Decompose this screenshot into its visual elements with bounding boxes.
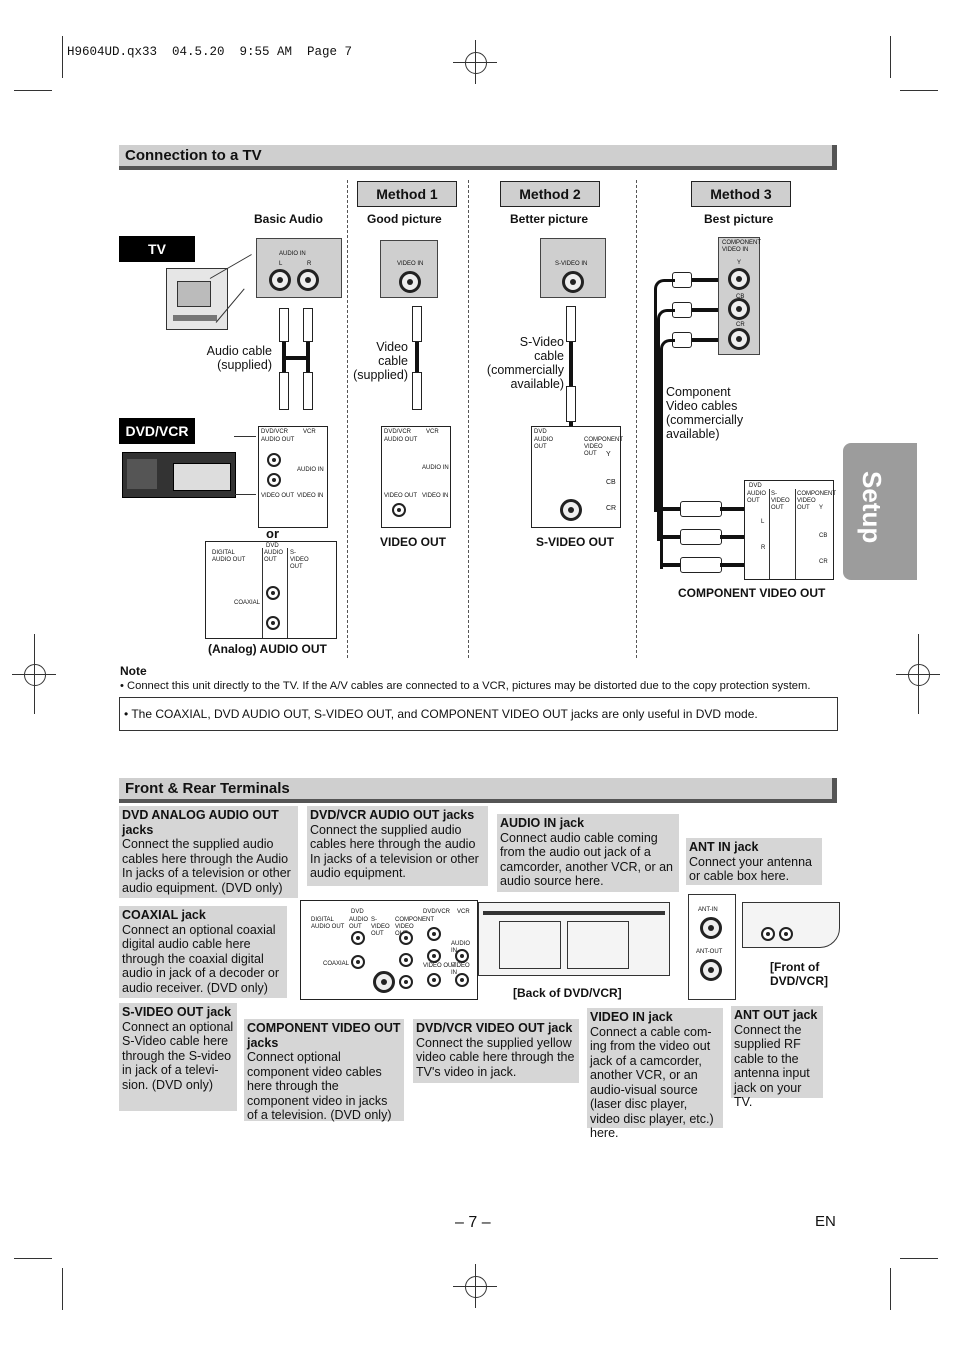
method-2-dvd-panel: DVD AUDIO OUT COMPONENT VIDEO OUT Y CB C… bbox=[531, 426, 623, 528]
method-1-output-label: VIDEO OUT bbox=[380, 535, 447, 549]
or-label: or bbox=[266, 526, 279, 541]
method-1-quality: Good picture bbox=[367, 212, 442, 226]
dvdvcr-rear-unit bbox=[478, 902, 670, 976]
dvdvcr-unit-illustration bbox=[122, 452, 236, 498]
method-3-label: Method 3 bbox=[691, 181, 791, 207]
method-2-output-label: S-VIDEO OUT bbox=[536, 535, 615, 549]
method-1-cable-label: Video cable (supplied) bbox=[353, 340, 408, 382]
ant-in-jack bbox=[700, 917, 722, 939]
audio-cable-label: Audio cable (supplied) bbox=[206, 344, 272, 372]
language-label: EN bbox=[815, 1213, 836, 1230]
back-panel-illustration: DVD DIGITAL AUDIO OUT AUDIO OUT S-VIDEO … bbox=[300, 900, 478, 1000]
setup-side-tab: Setup bbox=[843, 443, 917, 580]
tv-s-video-in-panel: S-VIDEO IN bbox=[540, 238, 606, 298]
tv-label: TV bbox=[119, 236, 195, 262]
note-title: Note bbox=[120, 664, 147, 678]
tv-illustration bbox=[166, 268, 228, 330]
method-1-dvdvcr-panel: DVD/VCR VCR AUDIO OUT AUDIO IN VIDEO OUT… bbox=[381, 426, 451, 528]
method-3-cable-label: Component Video cables (commercially ava… bbox=[666, 385, 744, 441]
dvdvcr-audio-out-panel: DVD/VCR VCR AUDIO OUT AUDIO IN VIDEO OUT… bbox=[258, 426, 328, 528]
ant-panel-illustration: ANT-IN ANT-OUT bbox=[688, 894, 736, 1000]
page-number: – 7 – bbox=[455, 1214, 491, 1231]
basic-audio-label: Basic Audio bbox=[254, 212, 323, 226]
dvd-analog-audio-panel: DVD DIGITAL AUDIO OUT AUDIO OUT S-VIDEO … bbox=[205, 541, 337, 639]
method-3-dvd-panel: DVD AUDIO OUT S-VIDEO OUT COMPONENT VIDE… bbox=[744, 480, 836, 580]
tv-audio-in-r-jack bbox=[297, 269, 319, 291]
tv-component-video-in-panel: COMPONENT VIDEO IN Y CB CR bbox=[718, 237, 761, 355]
front-of-dvdvcr-label: [Front of DVD/VCR] bbox=[770, 960, 829, 988]
tv-audio-in-panel: AUDIO IN L R bbox=[256, 238, 342, 298]
method-3-quality: Best picture bbox=[704, 212, 774, 226]
dvdvcr-label: DVD/VCR bbox=[119, 418, 195, 444]
dvd-mode-note-text: • The COAXIAL, DVD AUDIO OUT, S-VIDEO OU… bbox=[124, 707, 758, 721]
method-3-output-label: COMPONENT VIDEO OUT bbox=[678, 586, 826, 600]
method-2-cable-label: S-Video cable (commercially available) bbox=[486, 335, 564, 391]
method-1-label: Method 1 bbox=[357, 181, 457, 207]
print-slug: H9604UD.qx33 04.5.20 9:55 AM Page 7 bbox=[67, 45, 353, 59]
tv-audio-in-l-jack bbox=[269, 269, 291, 291]
method-2-label: Method 2 bbox=[500, 181, 600, 207]
dvd-mode-note-box: • The COAXIAL, DVD AUDIO OUT, S-VIDEO OU… bbox=[119, 697, 838, 731]
front-unit-illustration bbox=[742, 902, 840, 948]
back-of-dvdvcr-label: [Back of DVD/VCR] bbox=[513, 986, 622, 1000]
tv-video-in-panel: VIDEO IN bbox=[380, 240, 438, 298]
note-text: • Connect this unit directly to the TV. … bbox=[120, 680, 811, 692]
analog-audio-out-label: (Analog) AUDIO OUT bbox=[208, 642, 327, 656]
section-title-terminals: Front & Rear Terminals bbox=[119, 778, 837, 803]
section-title-connection: Connection to a TV bbox=[119, 145, 837, 170]
ant-out-jack bbox=[700, 959, 722, 981]
method-2-quality: Better picture bbox=[510, 212, 589, 226]
